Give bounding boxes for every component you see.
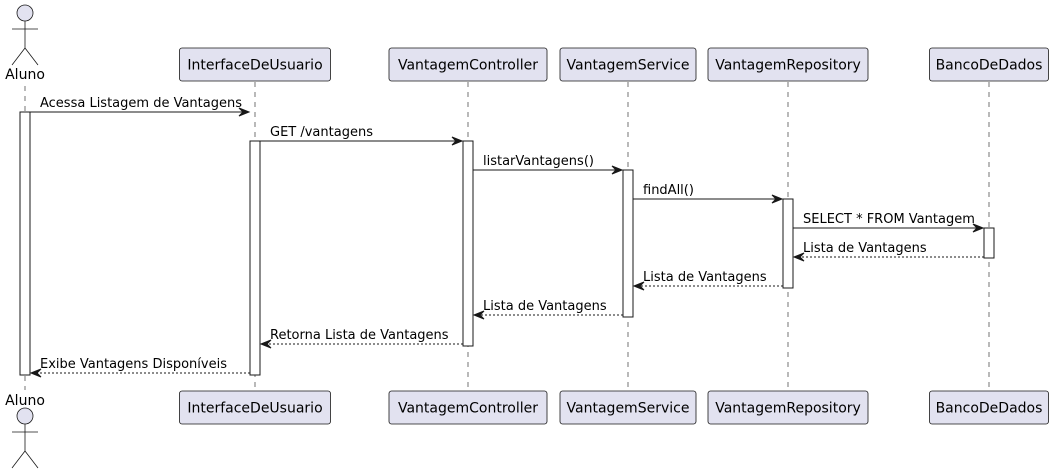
participant-box xyxy=(929,47,1049,82)
participant-box xyxy=(388,47,548,82)
message-8: Lista de Vantagens xyxy=(472,299,623,320)
message-label: SELECT * FROM Vantagem xyxy=(803,212,975,227)
actor-leg-icon xyxy=(24,450,39,469)
actor-aluno-top: Aluno xyxy=(5,4,45,83)
participant-box xyxy=(707,390,869,425)
message-label: Exibe Vantagens Disponíveis xyxy=(40,357,227,372)
participant-label: VantagemController xyxy=(398,58,538,74)
participant-label: VantagemRepository xyxy=(715,58,861,74)
message-4: findAll() xyxy=(633,183,784,204)
arrow-head-icon xyxy=(451,136,464,146)
message-label: Lista de Vantagens xyxy=(643,270,767,285)
arrow-head-icon xyxy=(632,281,645,291)
message-3: listarVantagens() xyxy=(473,154,624,175)
actor-head-icon xyxy=(16,4,34,22)
message-10: Exibe Vantagens Disponíveis xyxy=(29,357,250,378)
participant-db-top: BancoDeDados xyxy=(929,47,1049,82)
arrow-head-icon xyxy=(259,339,272,349)
participant-controller-top: VantagemController xyxy=(388,47,548,82)
activation-bar-ui xyxy=(249,140,261,376)
participant-repository-bottom: VantagemRepository xyxy=(707,390,869,425)
actor-leg-icon xyxy=(24,47,39,66)
arrow-head-icon xyxy=(792,252,805,262)
participant-box xyxy=(707,47,869,82)
actor-leg-icon xyxy=(11,47,26,66)
message-label: findAll() xyxy=(643,183,694,198)
participant-service-bottom: VantagemService xyxy=(559,390,697,425)
participant-box xyxy=(559,390,697,425)
participant-label: VantagemService xyxy=(567,58,690,74)
arrow-head-icon xyxy=(972,223,985,233)
message-label: Lista de Vantagens xyxy=(803,241,927,256)
message-7: Lista de Vantagens xyxy=(632,270,783,291)
arrow-head-icon xyxy=(611,165,624,175)
message-9: Retorna Lista de Vantagens xyxy=(259,328,463,349)
participant-label: InterfaceDeUsuario xyxy=(187,401,322,417)
participant-box xyxy=(388,390,548,425)
message-6: Lista de Vantagens xyxy=(792,241,984,262)
participant-controller-bottom: VantagemController xyxy=(388,390,548,425)
participant-repository-top: VantagemRepository xyxy=(707,47,869,82)
message-2: GET /vantagens xyxy=(260,125,464,146)
actor-leg-icon xyxy=(11,450,26,469)
participant-box xyxy=(179,390,331,425)
actor-label: Aluno xyxy=(5,393,45,409)
arrow-head-icon xyxy=(472,310,485,320)
participant-label: InterfaceDeUsuario xyxy=(187,58,322,74)
actor-aluno-bottom: Aluno xyxy=(5,393,45,469)
participant-ui-top: InterfaceDeUsuario xyxy=(179,47,331,82)
actor-label: Aluno xyxy=(5,67,45,83)
participant-db-bottom: BancoDeDados xyxy=(929,390,1049,425)
activation-bar-aluno xyxy=(19,111,31,376)
activation-bar-repository xyxy=(782,198,794,289)
participant-box xyxy=(179,47,331,82)
actor-head-icon xyxy=(16,407,34,425)
message-label: GET /vantagens xyxy=(270,125,373,140)
message-label: Acessa Listagem de Vantagens xyxy=(40,96,242,111)
arrow-head-icon xyxy=(29,368,42,378)
participant-box xyxy=(929,390,1049,425)
message-5: SELECT * FROM Vantagem xyxy=(793,212,985,233)
participant-box xyxy=(559,47,697,82)
message-label: listarVantagens() xyxy=(483,154,594,169)
message-label: Retorna Lista de Vantagens xyxy=(270,328,449,343)
activation-bar-service xyxy=(622,169,634,318)
message-label: Lista de Vantagens xyxy=(483,299,607,314)
participant-label: VantagemController xyxy=(398,401,538,417)
participant-label: VantagemService xyxy=(567,401,690,417)
activation-bar-controller xyxy=(462,140,474,347)
participant-label: BancoDeDados xyxy=(936,401,1043,417)
activation-bar-db xyxy=(983,227,995,259)
message-1: Acessa Listagem de Vantagens xyxy=(30,96,251,117)
participant-label: VantagemRepository xyxy=(715,401,861,417)
arrow-head-icon xyxy=(238,107,251,117)
participant-label: BancoDeDados xyxy=(936,58,1043,74)
participant-service-top: VantagemService xyxy=(559,47,697,82)
participant-ui-bottom: InterfaceDeUsuario xyxy=(179,390,331,425)
arrow-head-icon xyxy=(771,194,784,204)
